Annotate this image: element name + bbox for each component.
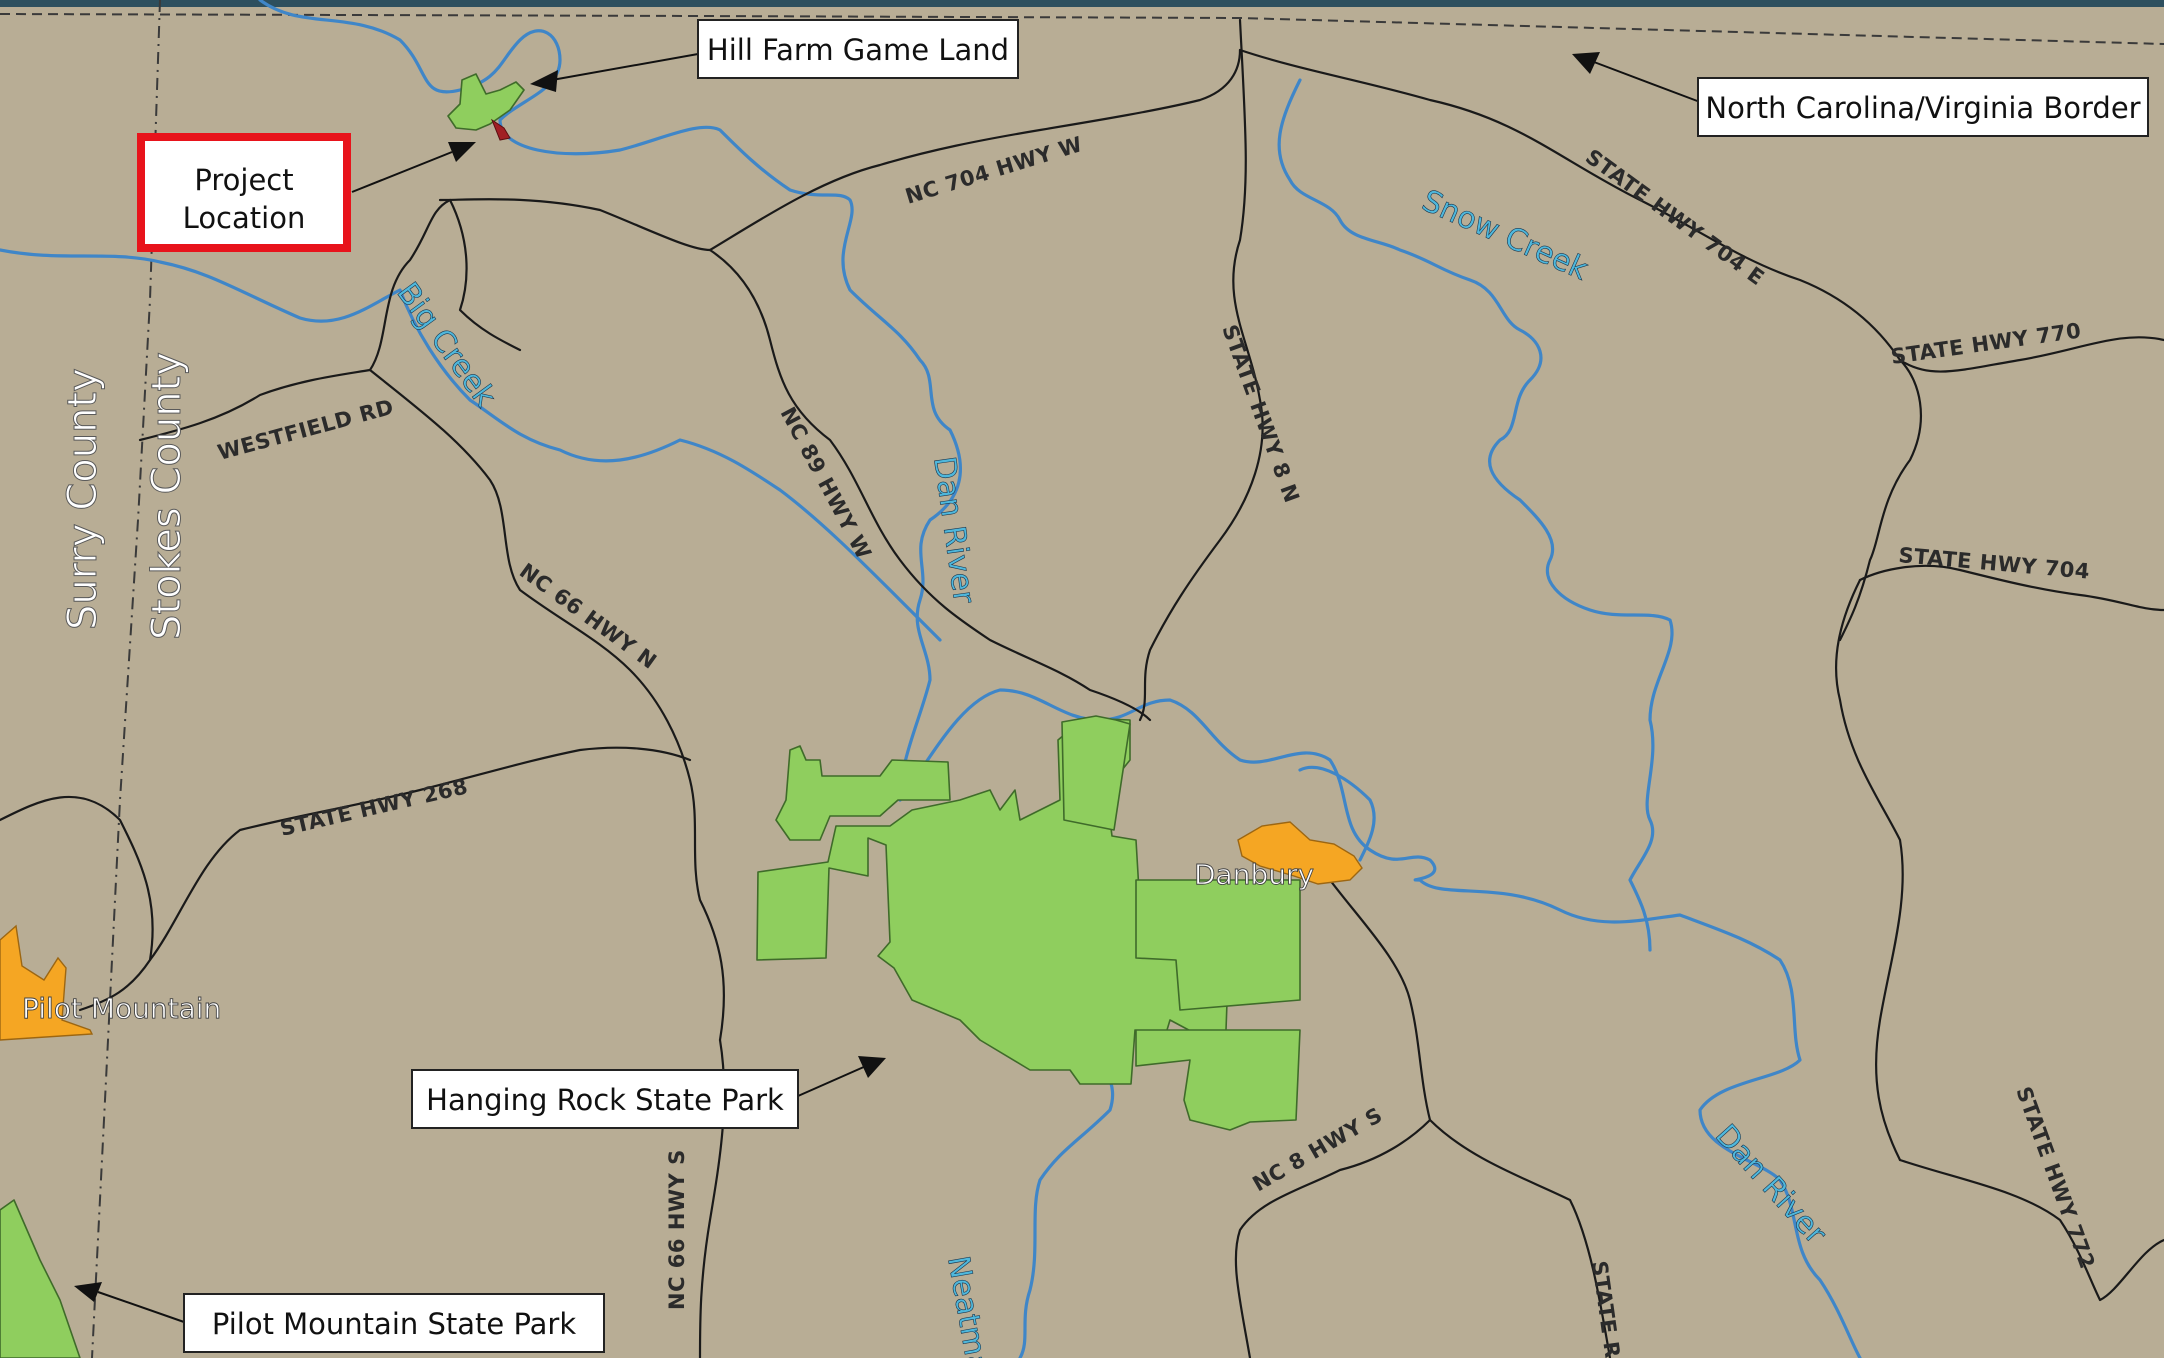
callout-label-project-line2: Location bbox=[183, 201, 306, 235]
state-border-line bbox=[0, 13, 2164, 45]
callout-label-border: North Carolina/Virginia Border bbox=[1705, 91, 2140, 125]
road-state-r bbox=[1428, 1118, 1612, 1358]
arrowhead-border bbox=[1572, 52, 1600, 74]
callout-project-location[interactable]: Project Location bbox=[137, 133, 351, 252]
hill-farm-game-land-area bbox=[447, 73, 525, 131]
top-bar bbox=[0, 0, 2164, 7]
arrowhead-pilot-mountain-park bbox=[74, 1282, 102, 1302]
road-nc-89-w bbox=[438, 198, 1152, 722]
pilot-mountain-area bbox=[0, 924, 94, 1041]
callout-hanging-rock-state-park[interactable]: Hanging Rock State Park bbox=[411, 1069, 799, 1129]
road-nc-704-w bbox=[708, 48, 1242, 252]
project-site-marker bbox=[490, 118, 511, 141]
river-dan-main bbox=[898, 688, 1862, 1358]
river-danbury-loop bbox=[1298, 765, 1376, 862]
road-label-nc-66-s: NC 66 HWY S bbox=[665, 1149, 689, 1310]
road-pilot-connector bbox=[0, 795, 154, 1012]
callout-hill-farm-game-land[interactable]: Hill Farm Game Land bbox=[697, 19, 1019, 79]
parks bbox=[0, 73, 1301, 1358]
road-nc-8-s bbox=[1234, 878, 1432, 1358]
river-snow-creek bbox=[1277, 78, 1674, 952]
county-line bbox=[91, 0, 161, 1358]
road-north-connector bbox=[448, 198, 522, 352]
callout-label-pilot-mountain-park: Pilot Mountain State Park bbox=[212, 1307, 576, 1341]
road-state-hwy-704 bbox=[1858, 564, 2164, 612]
callout-label-project-line1: Project bbox=[194, 163, 293, 197]
leader-lines bbox=[74, 52, 1701, 1323]
callout-pilot-mountain-state-park[interactable]: Pilot Mountain State Park bbox=[183, 1293, 605, 1353]
park-north-finger bbox=[1061, 715, 1131, 831]
roads bbox=[0, 18, 2164, 1358]
town-label-danbury: Danbury bbox=[1194, 858, 1314, 891]
river-upper-tributary bbox=[258, 0, 962, 802]
road-state-hwy-772 bbox=[1898, 1158, 2164, 1302]
arrowhead-hill-farm bbox=[530, 70, 558, 92]
park-southeast-block bbox=[1135, 1029, 1301, 1131]
road-state-hwy-8-n bbox=[1138, 18, 1264, 722]
rivers bbox=[0, 0, 1862, 1358]
county-label-surry: Surry County bbox=[60, 368, 106, 630]
road-nc-66-n bbox=[368, 368, 725, 1042]
arrowhead-hanging-rock bbox=[858, 1056, 886, 1078]
park-east-block bbox=[1135, 879, 1301, 1011]
towns bbox=[0, 821, 1363, 1041]
road-state-hwy-268 bbox=[148, 746, 692, 962]
river-big-creek bbox=[0, 248, 942, 642]
park-northwest-block bbox=[775, 745, 951, 841]
town-label-pilot-mountain: Pilot Mountain bbox=[22, 992, 221, 1025]
callout-label-hill-farm: Hill Farm Game Land bbox=[707, 33, 1009, 67]
road-state-hwy-704-e bbox=[1238, 48, 2164, 373]
arrowhead-project-location bbox=[448, 142, 476, 162]
callout-label-hanging-rock: Hanging Rock State Park bbox=[426, 1083, 784, 1117]
danbury-area bbox=[1237, 821, 1363, 885]
road-state-hwy-770 bbox=[1838, 358, 1922, 642]
callout-nc-va-border[interactable]: North Carolina/Virginia Border bbox=[1697, 77, 2149, 137]
road-east-connector bbox=[1834, 578, 1904, 1162]
pilot-mountain-state-park-area bbox=[0, 1199, 81, 1358]
county-label-stokes: Stokes County bbox=[144, 352, 190, 640]
